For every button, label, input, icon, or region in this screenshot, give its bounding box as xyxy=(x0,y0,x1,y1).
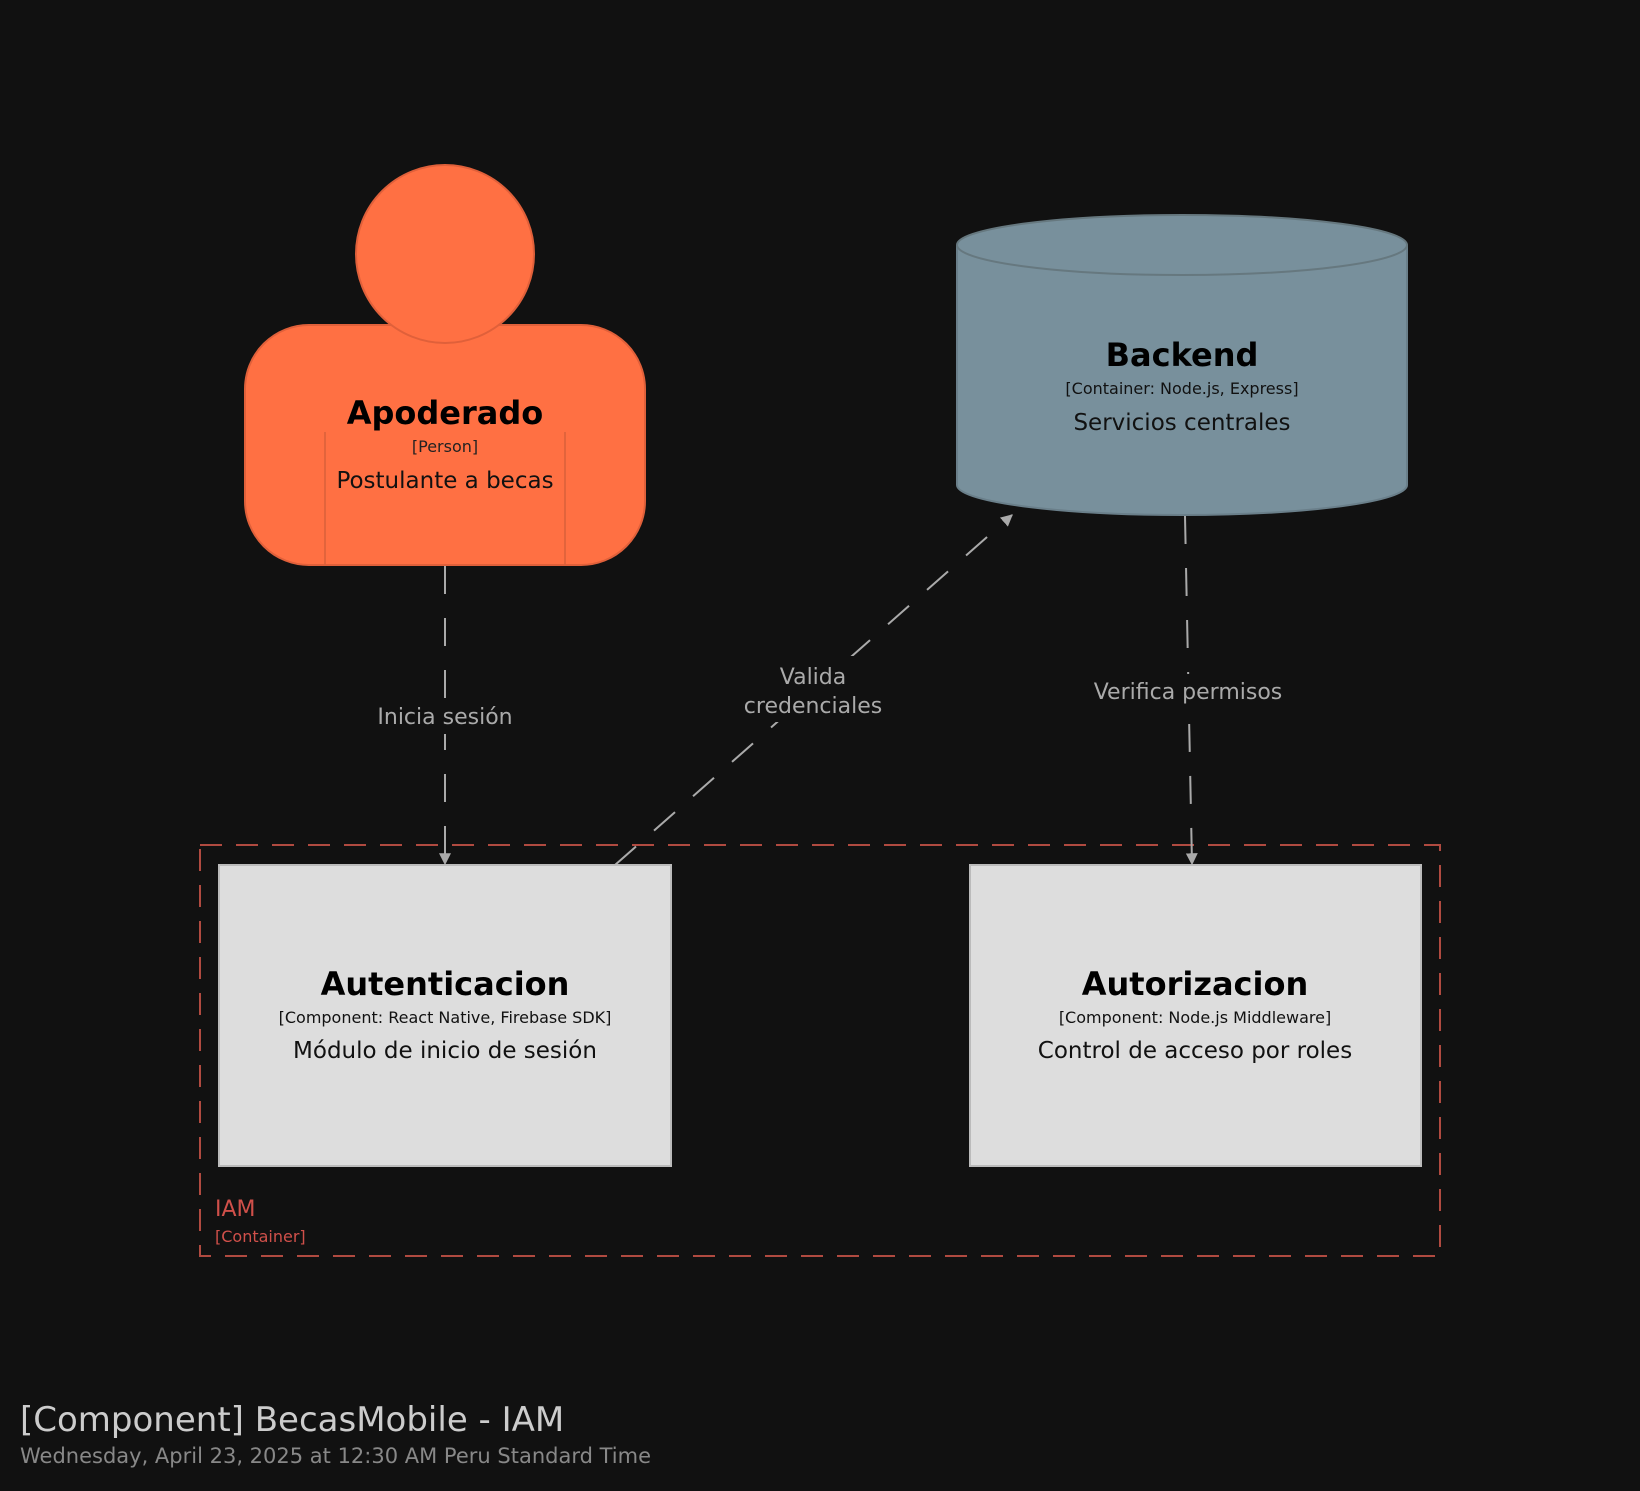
node-name: Autenticacion xyxy=(321,965,570,1003)
node-description: Servicios centrales xyxy=(1073,410,1290,436)
cylinder-top xyxy=(956,214,1408,276)
diagram-footer: [Component] BecasMobile - IAM Wednesday,… xyxy=(20,1400,651,1470)
node-technology: [Container: Node.js, Express] xyxy=(1065,379,1298,398)
node-name: Apoderado xyxy=(347,394,544,432)
relationship-inicia-sesion[interactable]: Inicia sesión xyxy=(370,566,522,866)
node-technology: [Component: Node.js Middleware] xyxy=(1059,1008,1331,1027)
diagram-timestamp: Wednesday, April 23, 2025 at 12:30 AM Pe… xyxy=(20,1444,651,1468)
relationship-label: Inicia sesión xyxy=(377,705,512,730)
node-name: Autorizacion xyxy=(1082,965,1309,1003)
node-technology: [Person] xyxy=(412,437,478,456)
node-technology: [Component: React Native, Firebase SDK] xyxy=(279,1008,612,1027)
relationship-valida-credenciales[interactable]: Valida credenciales xyxy=(614,514,1013,866)
relationship-label: Verifica permisos xyxy=(1094,680,1283,705)
component-autorizacion[interactable]: Autorizacion [Component: Node.js Middlew… xyxy=(969,864,1422,1167)
node-description: Control de acceso por roles xyxy=(1038,1038,1352,1064)
relationship-label-line1: Valida xyxy=(780,665,847,690)
node-name: Backend xyxy=(1106,336,1259,374)
container-backend[interactable]: Backend [Container: Node.js, Express] Se… xyxy=(956,214,1408,516)
node-description: Postulante a becas xyxy=(336,468,553,494)
boundary-name: IAM xyxy=(215,1197,256,1222)
iam-boundary[interactable]: IAM [Container] xyxy=(199,844,1441,1257)
person-head xyxy=(355,164,535,344)
node-description: Módulo de inicio de sesión xyxy=(293,1038,597,1064)
person-apoderado[interactable]: Apoderado [Person] Postulante a becas xyxy=(244,164,646,566)
relationship-verifica-permisos[interactable]: Verifica permisos xyxy=(1085,515,1295,866)
component-autenticacion[interactable]: Autenticacion [Component: React Native, … xyxy=(218,864,672,1167)
cylinder-body xyxy=(956,245,1408,516)
diagram-title: [Component] BecasMobile - IAM xyxy=(20,1400,565,1440)
boundary-type: [Container] xyxy=(215,1227,306,1246)
relationship-label-line2: credenciales xyxy=(744,694,882,719)
